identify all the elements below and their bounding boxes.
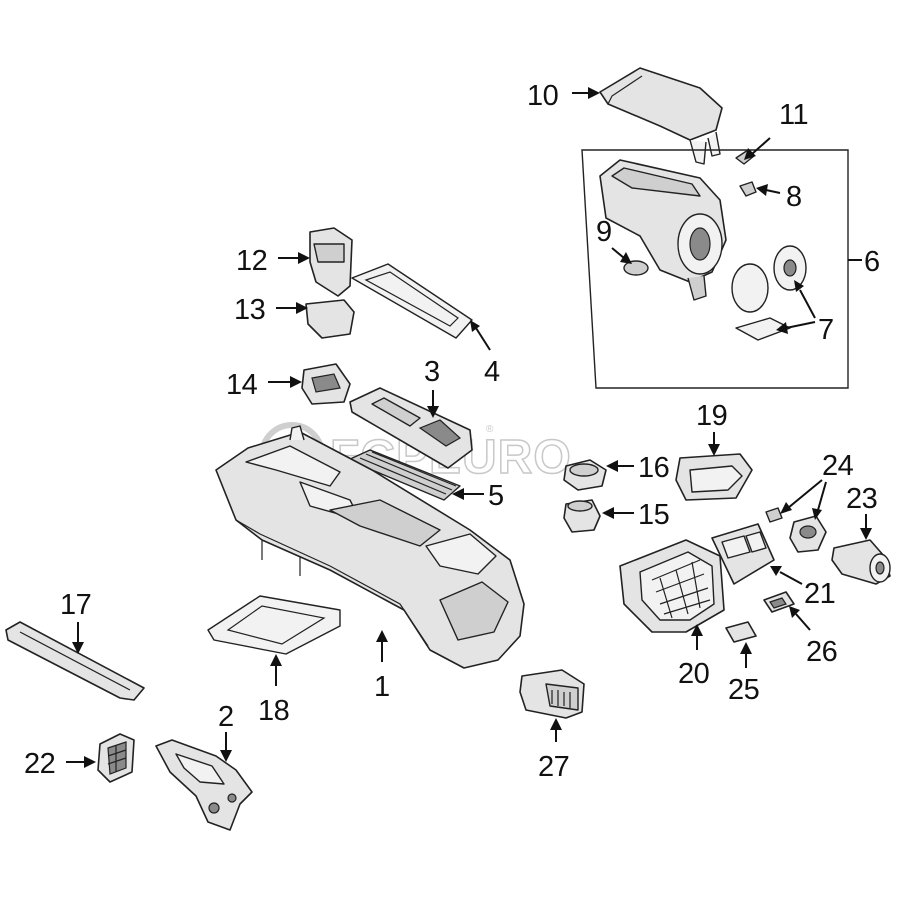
callout-8: 8 <box>786 181 802 213</box>
callout-16: 16 <box>638 452 669 484</box>
part-3-storage-tray <box>349 387 473 469</box>
part-15-knob <box>563 499 601 533</box>
part-6-armrest-base <box>599 159 727 301</box>
watermark-registered-mark: ® <box>486 424 494 435</box>
callout-10: 10 <box>527 80 558 112</box>
part-22-vent-grille <box>97 733 135 783</box>
part-16-cup-holder <box>563 459 607 491</box>
part-7-cup-inserts <box>731 245 807 341</box>
callout-2: 2 <box>218 701 234 733</box>
callout-9: 9 <box>596 216 612 248</box>
callout-5: 5 <box>488 480 504 512</box>
part-8-latch <box>739 181 757 197</box>
part-27-module <box>519 669 585 719</box>
part-25-switch <box>725 621 757 643</box>
part-18-console-tray <box>207 595 341 655</box>
callout-11: 11 <box>779 99 808 131</box>
part-4-trim-panel <box>351 263 473 339</box>
part-9-plug <box>623 260 649 276</box>
callout-labels: 10 11 8 9 6 7 12 13 4 14 3 5 16 15 19 24… <box>24 80 880 783</box>
part-26-switch <box>763 591 795 613</box>
part-24-lighter-parts <box>765 507 827 553</box>
callout-14: 14 <box>226 369 258 401</box>
part-13-switch-housing <box>305 299 355 339</box>
leader-lines <box>66 87 872 768</box>
callout-17: 17 <box>60 589 91 621</box>
callout-21: 21 <box>804 578 835 610</box>
part-6-bracket-box <box>581 149 849 389</box>
callout-20: 20 <box>678 658 709 690</box>
part-12-bracket <box>309 227 353 297</box>
part-19-vent-bezel <box>675 453 753 501</box>
part-1-center-console <box>215 425 525 669</box>
part-14-ashtray-insert <box>301 363 351 405</box>
callout-15: 15 <box>638 499 669 531</box>
part-23-lighter <box>831 539 891 585</box>
callout-4: 4 <box>484 356 500 388</box>
callout-19: 19 <box>696 400 727 432</box>
callout-12: 12 <box>236 245 267 277</box>
part-21-switch-panel <box>711 523 775 585</box>
callout-3: 3 <box>424 356 440 388</box>
callout-7: 7 <box>818 314 834 346</box>
callout-1: 1 <box>374 671 390 703</box>
part-2-mount-bracket <box>155 739 253 831</box>
callout-13: 13 <box>234 294 265 326</box>
part-17-trim-strip <box>5 621 145 701</box>
part-10-armrest-lid <box>599 67 723 165</box>
part-5-rubber-mat <box>347 449 461 501</box>
callout-18: 18 <box>258 695 289 727</box>
callout-22: 22 <box>24 748 55 780</box>
callout-27: 27 <box>538 751 569 783</box>
callout-6: 6 <box>864 246 880 278</box>
callout-23: 23 <box>846 483 877 515</box>
callout-24: 24 <box>822 450 854 482</box>
callout-26: 26 <box>806 636 837 668</box>
part-20-center-vent <box>619 539 725 633</box>
callout-25: 25 <box>728 674 759 706</box>
